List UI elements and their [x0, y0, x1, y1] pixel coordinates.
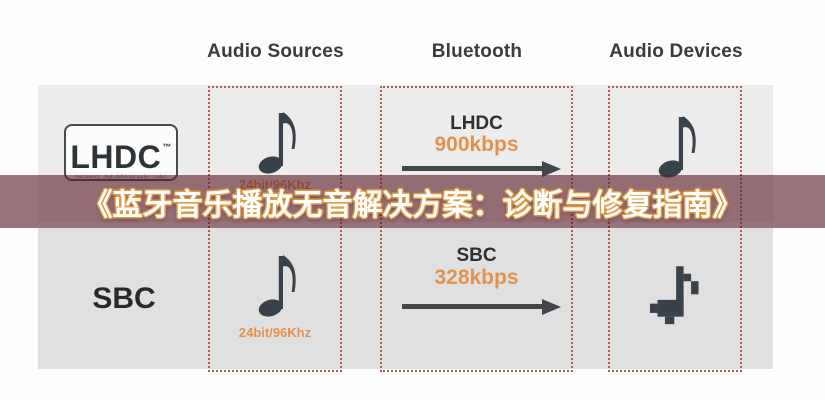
column-header-audio-devices: Audio Devices: [609, 41, 743, 62]
sbc-row-panel: [38, 228, 773, 369]
arrow-right-icon: [402, 304, 542, 309]
title-banner: 《蓝牙音乐播放无音解决方案：诊断与修复指南》: [0, 175, 825, 228]
bluetooth-column-frame: [380, 86, 573, 372]
sbc-source-quality-caption: 24bit/96Khz: [238, 325, 312, 340]
music-note-icon: [257, 112, 296, 174]
pixel-music-note-icon: [650, 266, 699, 325]
music-note-icon: [657, 116, 696, 178]
lhdc-logo-text: LHDC™: [66, 131, 176, 173]
trademark-symbol: ™: [162, 142, 172, 152]
sbc-link-codec-label: SBC: [456, 245, 497, 266]
column-header-bluetooth: Bluetooth: [431, 41, 523, 62]
lhdc-link-codec-label: LHDC: [450, 113, 503, 134]
lhdc-logo-wordmark: LHDC: [70, 139, 162, 175]
arrow-right-icon: [402, 166, 542, 171]
audio-devices-column-frame: [608, 86, 742, 372]
sbc-codec-name: SBC: [92, 282, 156, 315]
lhdc-link-bitrate: 900kbps: [434, 133, 519, 156]
music-note-icon: [257, 255, 296, 317]
column-header-audio-sources: Audio Sources: [207, 41, 344, 62]
lhdc-logo: LHDC™ low latency · high definition audi…: [64, 124, 178, 181]
banner-title-text: 《蓝牙音乐播放无音解决方案：诊断与修复指南》: [82, 187, 743, 223]
audio-sources-column-frame: [208, 86, 342, 372]
sbc-link-bitrate: 328kbps: [434, 266, 519, 289]
